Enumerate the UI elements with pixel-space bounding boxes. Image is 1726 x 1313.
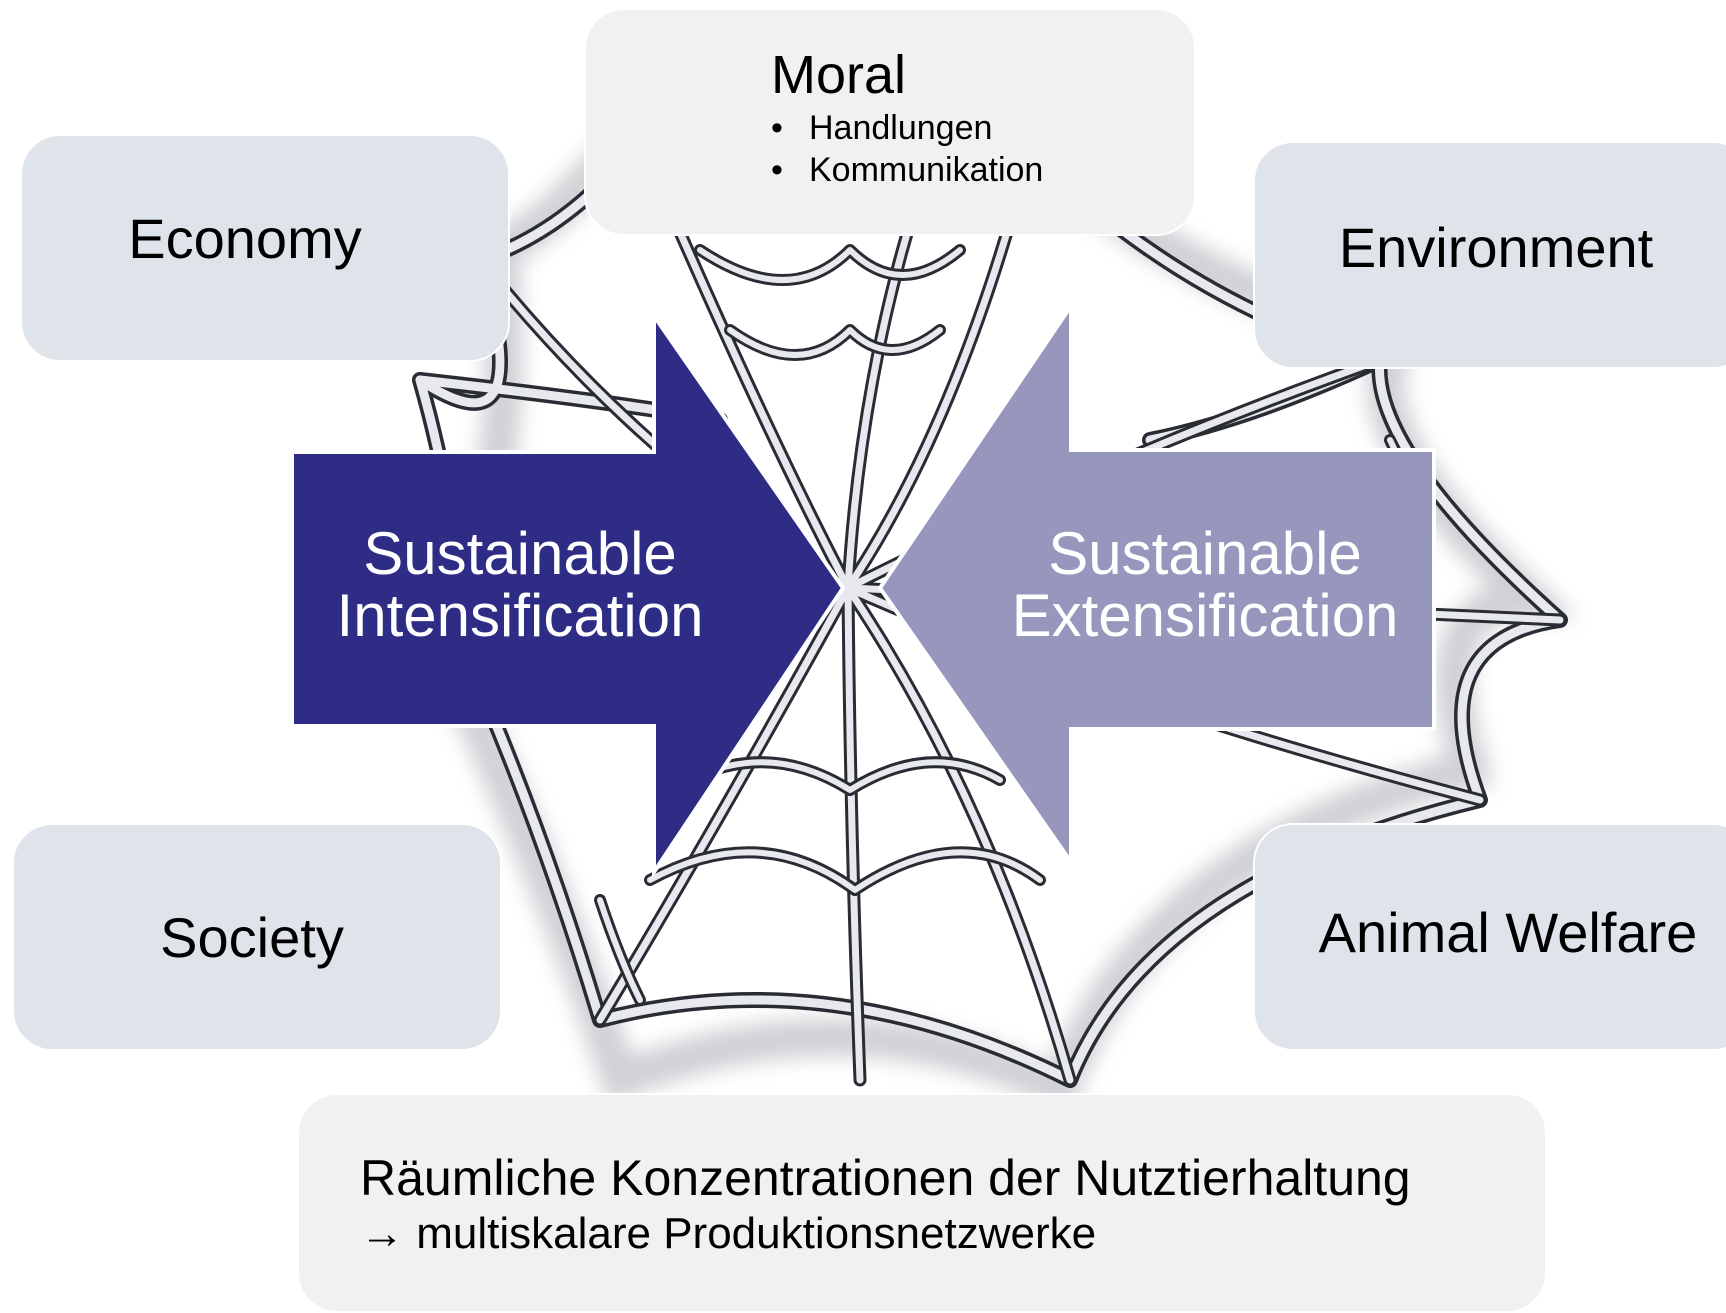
extensification-line2: Extensification [1011, 582, 1399, 649]
extensification-label: Sustainable Extensification [980, 523, 1430, 647]
economy-box: Economy [20, 134, 510, 362]
production-networks-line1: Räumliche Konzentrationen der Nutztierha… [360, 1150, 1411, 1206]
environment-label: Environment [1338, 215, 1654, 279]
moral-bullet-text: Kommunikation [809, 151, 1044, 189]
intensification-line2: Intensification [336, 582, 704, 649]
animal-welfare-box: Animal Welfare [1253, 823, 1726, 1051]
extensification-line1: Sustainable [1048, 520, 1362, 587]
society-box: Society [12, 823, 502, 1051]
extensification-arrow [877, 299, 1436, 869]
moral-title: Moral [771, 45, 907, 105]
moral-bullet-list: •Handlungen •Kommunikation [771, 107, 1043, 191]
society-label: Society [160, 905, 344, 969]
moral-box: Moral •Handlungen •Kommunikation [584, 8, 1196, 236]
environment-box: Environment [1253, 141, 1726, 369]
intensification-line1: Sustainable [363, 520, 677, 587]
moral-bullet-text: Handlungen [809, 109, 993, 147]
production-networks-box: Räumliche Konzentrationen der Nutztierha… [297, 1093, 1547, 1313]
production-networks-line2: → multiskalare Produktionsnetzwerke [360, 1209, 1097, 1258]
moral-bullet-item: •Kommunikation [771, 151, 1044, 189]
intensification-arrow [290, 309, 846, 879]
animal-welfare-label: Animal Welfare [1318, 900, 1698, 964]
moral-bullet-item: •Handlungen [771, 109, 993, 147]
intensification-label: Sustainable Intensification [300, 523, 740, 647]
economy-label: Economy [128, 206, 362, 270]
